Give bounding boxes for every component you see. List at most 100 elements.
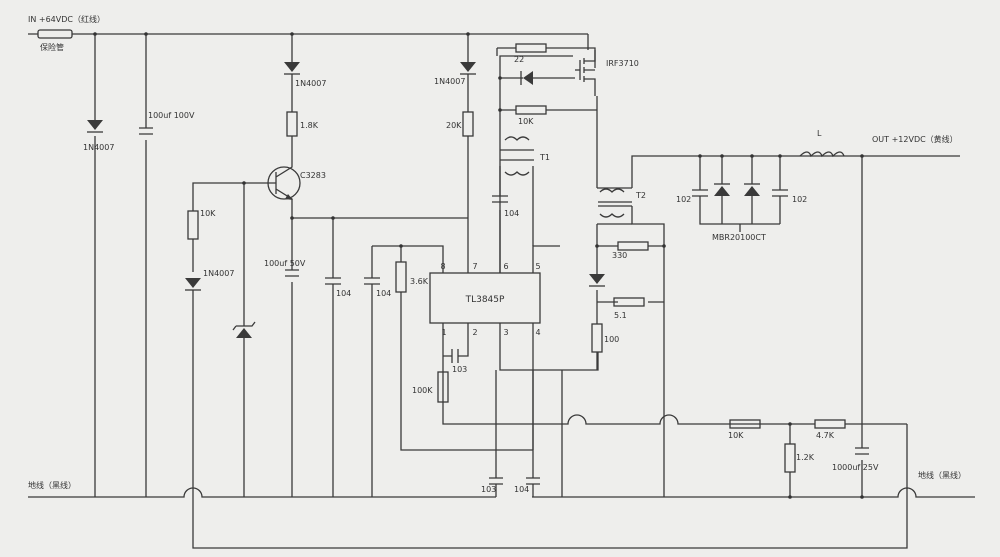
gnd-left-label: 地线（黑线） bbox=[28, 480, 76, 490]
c-100u50 bbox=[285, 269, 299, 277]
r-22 bbox=[515, 43, 547, 53]
c-103-pin bbox=[443, 323, 469, 357]
c-104-bot-label: 104 bbox=[514, 485, 529, 494]
ic-pin-2: 2 bbox=[472, 328, 477, 337]
fuse-label: 保险管 bbox=[40, 42, 64, 52]
output-rail bbox=[631, 155, 960, 188]
inductor-l bbox=[799, 151, 845, 158]
c-104-a-label: 104 bbox=[336, 289, 351, 298]
fuse bbox=[37, 29, 73, 39]
r-1k2-label: 1.2K bbox=[796, 453, 815, 462]
diode-pair-label: MBR20100CT bbox=[712, 233, 766, 242]
c-102-b-label: 102 bbox=[792, 195, 807, 204]
c-104-bot bbox=[526, 477, 540, 485]
pin8-wire bbox=[372, 245, 444, 273]
pin1-wire bbox=[442, 323, 496, 425]
c-103-bot-label: 103 bbox=[481, 485, 496, 494]
r-100 bbox=[591, 323, 603, 353]
r-100-label: 100 bbox=[604, 335, 619, 344]
d-gate-diode bbox=[523, 71, 533, 85]
t1-core bbox=[500, 149, 534, 161]
snubber-wire bbox=[596, 223, 664, 247]
d-top-label: 1N4007 bbox=[295, 79, 326, 88]
c-input-label: 100uf 100V bbox=[148, 111, 195, 120]
r-10k-left-label: 10K bbox=[200, 209, 216, 218]
c-1000u-label: 1000uf 25V bbox=[832, 463, 879, 472]
bottom-loop bbox=[192, 424, 908, 549]
r-5-1-label: 5.1 bbox=[614, 311, 627, 320]
t2-label: T2 bbox=[635, 191, 646, 200]
r-20k-label: 20K bbox=[446, 121, 462, 130]
c-104-a bbox=[325, 277, 341, 285]
r-100k bbox=[437, 371, 449, 403]
ic-lower-wires bbox=[495, 370, 563, 497]
d-top-diode bbox=[284, 62, 300, 72]
ic-pin-5: 5 bbox=[535, 262, 540, 271]
r-10k-left bbox=[187, 210, 199, 240]
ic-label: TL3845P bbox=[465, 295, 505, 305]
r-20k bbox=[462, 111, 474, 137]
ic-pin-7: 7 bbox=[472, 262, 477, 271]
ic-pin-8: 8 bbox=[440, 262, 445, 271]
c-input-cap bbox=[139, 127, 153, 135]
d-mid-diode bbox=[185, 278, 201, 288]
c-102-a-label: 102 bbox=[676, 195, 691, 204]
c-102-b bbox=[772, 189, 788, 197]
r-1k2 bbox=[784, 443, 796, 473]
ic-tl3845p bbox=[429, 272, 541, 324]
ic-pin-1: 1 bbox=[441, 328, 446, 337]
output-stage-wires bbox=[699, 156, 781, 225]
c-1000u bbox=[855, 447, 869, 455]
ic-pin-6: 6 bbox=[503, 262, 508, 271]
inductor-label: L bbox=[817, 129, 822, 138]
input-label: IN +64VDC（红线） bbox=[28, 14, 105, 24]
r-4k7-label: 4.7K bbox=[816, 431, 835, 440]
r-3k6-label: 3.6K bbox=[410, 277, 429, 286]
r-10k-fb-label: 10K bbox=[728, 431, 744, 440]
pin6-gate-wire bbox=[499, 55, 573, 273]
r-1k8 bbox=[286, 111, 298, 137]
d-input-diode bbox=[87, 120, 103, 130]
c-102-a bbox=[692, 189, 708, 197]
c-104-b-label: 104 bbox=[376, 289, 391, 298]
r-22-label: 22 bbox=[514, 55, 524, 64]
c-100u50-label: 100uf 50V bbox=[264, 259, 306, 268]
r-10k-gate-label: 10K bbox=[518, 117, 534, 126]
c-104-b bbox=[364, 277, 380, 285]
t1-label: T1 bbox=[539, 153, 550, 162]
zener-diode bbox=[236, 328, 252, 338]
t2-core bbox=[598, 201, 632, 207]
r-330-label: 330 bbox=[612, 251, 627, 260]
c-104-c bbox=[492, 195, 508, 203]
r-5-1 bbox=[613, 297, 645, 307]
c-103-pin-label: 103 bbox=[452, 365, 467, 374]
r-1k8-label: 1.8K bbox=[300, 121, 319, 130]
c-104-c-label: 104 bbox=[504, 209, 519, 218]
d-mbr-2 bbox=[744, 186, 760, 196]
gnd-right-label: 地线（黑线） bbox=[918, 470, 966, 480]
vcc-line bbox=[291, 217, 468, 497]
mosfet-irf3710 bbox=[579, 50, 596, 96]
ic-pin-3: 3 bbox=[503, 328, 508, 337]
t2-primary bbox=[599, 188, 625, 193]
r-100k-label: 100K bbox=[412, 386, 433, 395]
d-input-label: 1N4007 bbox=[83, 143, 114, 152]
d-snubber bbox=[589, 274, 605, 284]
t1-coils bbox=[504, 136, 530, 176]
d-top2-label: 1N4007 bbox=[434, 77, 465, 86]
t2-secondary-lower bbox=[599, 213, 625, 218]
transistor-label: C3283 bbox=[300, 171, 326, 180]
r-4k7 bbox=[814, 419, 846, 429]
d-mbr-1 bbox=[714, 186, 730, 196]
feedback-line bbox=[496, 414, 730, 425]
r-10k-gate bbox=[515, 105, 547, 115]
base-wire bbox=[192, 182, 244, 497]
r-330 bbox=[617, 241, 649, 251]
output-label: OUT +12VDC（黄线） bbox=[872, 134, 958, 144]
ic-pin-4: 4 bbox=[535, 328, 540, 337]
c-103-bot bbox=[489, 477, 503, 485]
d-top2-diode bbox=[460, 62, 476, 72]
mosfet-label: IRF3710 bbox=[606, 59, 639, 68]
